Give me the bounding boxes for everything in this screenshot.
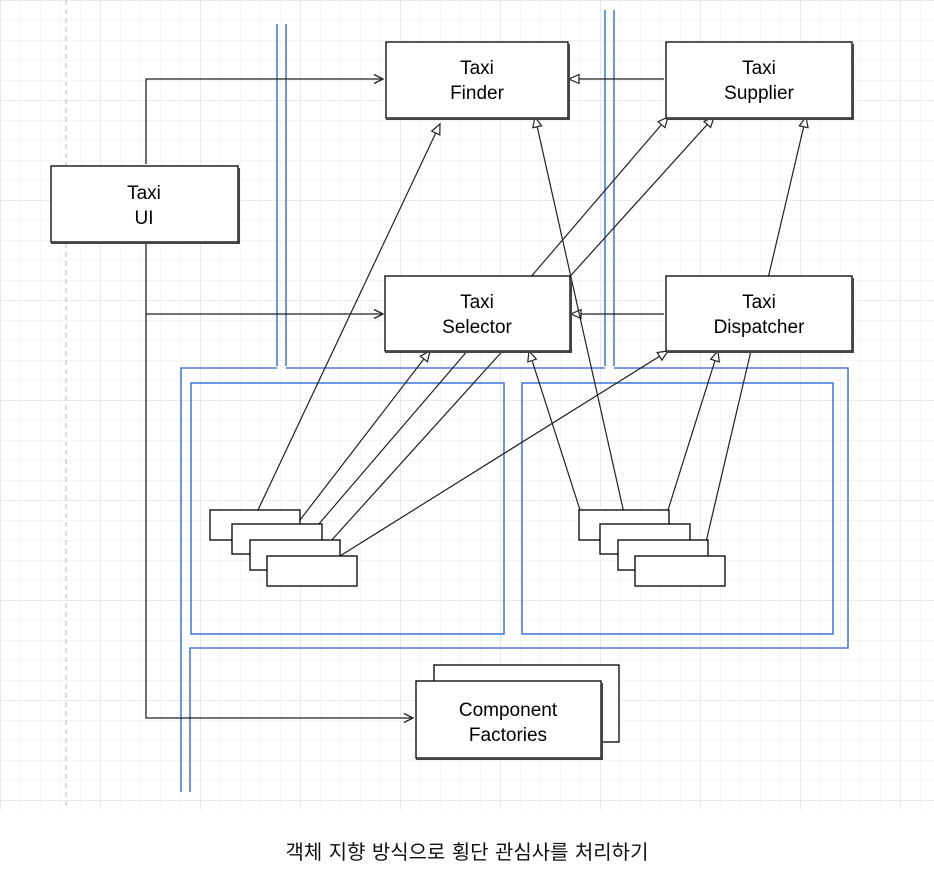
node-taxi-supplier[interactable]: Taxi Supplier xyxy=(665,41,854,120)
module-boundary-left xyxy=(190,382,505,635)
component-stack-left xyxy=(209,509,358,587)
component-stack-right xyxy=(578,509,726,587)
node-label: Taxi xyxy=(127,183,161,204)
ui-connectors xyxy=(145,73,415,724)
boundary-lines xyxy=(180,10,849,792)
node-label: Taxi xyxy=(742,58,776,79)
node-label: Supplier xyxy=(724,83,794,104)
node-label: Taxi xyxy=(742,292,776,313)
node-taxi-selector[interactable]: Taxi Selector xyxy=(384,275,572,353)
node-label: Dispatcher xyxy=(714,317,805,338)
node-taxi-dispatcher[interactable]: Taxi Dispatcher xyxy=(665,275,854,353)
node-label: Finder xyxy=(450,83,505,104)
node-taxi-finder[interactable]: Taxi Finder xyxy=(385,41,570,120)
node-label: UI xyxy=(135,208,154,229)
module-boundary-right xyxy=(521,382,834,635)
node-component-factories[interactable]: Component Factories xyxy=(415,664,620,760)
node-label: Taxi xyxy=(460,58,494,79)
node-taxi-ui[interactable]: Taxi UI xyxy=(50,165,240,244)
node-label: Factories xyxy=(469,725,547,746)
figure-caption: 객체 지향 방식으로 횡단 관심사를 처리하기 xyxy=(285,840,649,864)
node-label: Taxi xyxy=(460,292,494,313)
cross-cutting-concerns-diagram: Taxi Finder Taxi Supplier Taxi UI Taxi S… xyxy=(0,0,934,810)
node-label: Component xyxy=(459,700,558,721)
node-label: Selector xyxy=(442,317,512,338)
